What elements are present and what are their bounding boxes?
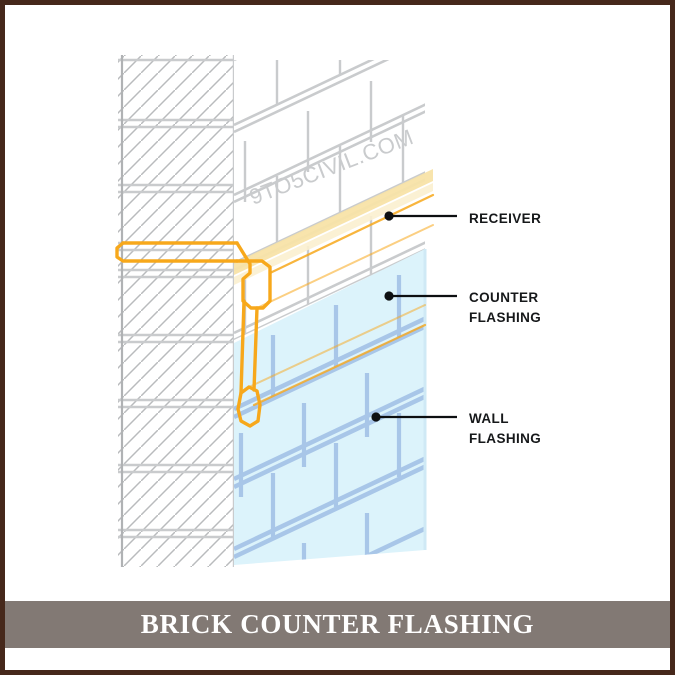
- caption-title: BRICK COUNTER FLASHING: [140, 609, 535, 639]
- caption-bar: BRICK COUNTER FLASHING: [5, 601, 670, 648]
- upper-face-bed-joints: [234, 60, 425, 340]
- leader-counter-flashing: [384, 291, 457, 301]
- counter-flashing-face-right: [252, 306, 259, 392]
- left-sectioned-wall: [118, 55, 234, 567]
- counter-flashing-back-bottom-edge-2: [248, 304, 426, 388]
- diagram-svg-wrapper: 9TO5CIVIL.COM: [5, 5, 670, 590]
- counter-flashing-back-bottom-edge: [252, 323, 427, 407]
- callout-label-wall-flashing: WALL FLASHING: [469, 411, 542, 446]
- left-course-lines: [118, 58, 234, 539]
- counter-flashing-back-top-edge: [268, 193, 435, 275]
- wall-flashing-bed-joints: [234, 310, 425, 565]
- counter-flashing-face-left: [239, 299, 246, 395]
- callout-label-counter-flashing: COUNTER FLASHING: [469, 290, 542, 325]
- counter-flashing-s-hook: [235, 241, 272, 310]
- counter-flashing-profile: [115, 193, 435, 428]
- counter-flashing-back-mid-edge: [256, 224, 434, 309]
- diagram-canvas: 9TO5CIVIL.COM: [5, 5, 670, 590]
- brick-flashing-diagram: 9TO5CIVIL.COM: [115, 55, 457, 567]
- upper-face-head-joints: [243, 60, 405, 340]
- counter-flashing-hemmed-drip-edge: [236, 385, 262, 428]
- leader-receiver: [384, 211, 457, 221]
- callout-leaders: [371, 211, 457, 422]
- wall-flashing-head-joints: [238, 275, 402, 565]
- leader-wall-flashing: [371, 412, 457, 422]
- counter-flashing-embedded-leg: [115, 241, 239, 263]
- receiver-band: [234, 169, 433, 285]
- upper-receding-wall-face: [234, 60, 425, 340]
- callout-label-receiver: RECEIVER: [469, 211, 542, 226]
